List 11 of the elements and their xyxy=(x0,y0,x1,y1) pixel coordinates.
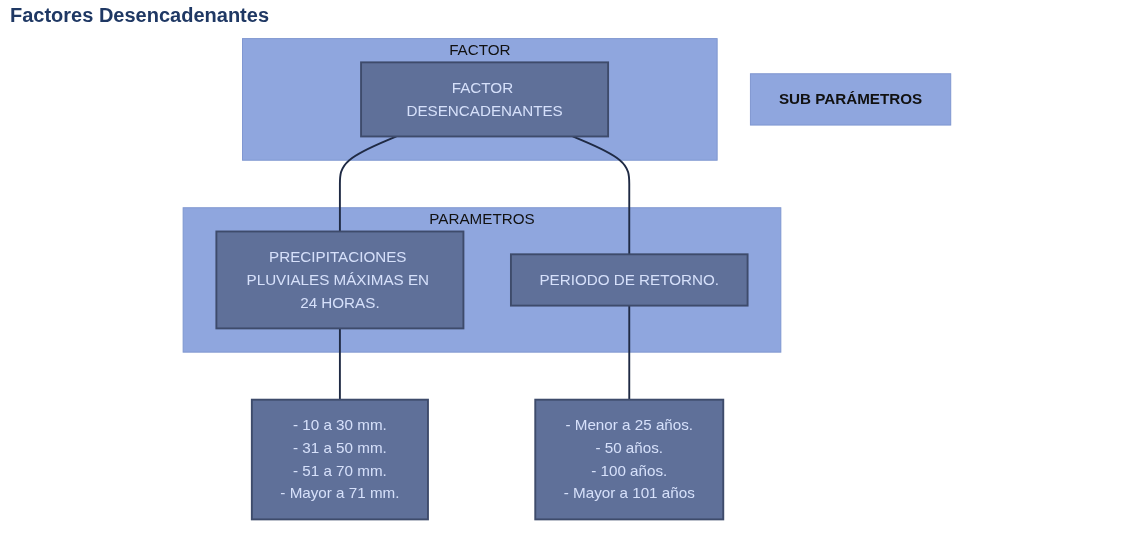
connector xyxy=(628,304,631,401)
connector xyxy=(571,135,631,256)
connector xyxy=(339,135,398,233)
node-box: SUB PARÁMETROS xyxy=(750,73,952,126)
connector xyxy=(339,327,341,401)
node-box: PRECIPITACIONES PLUVIALES MÁXIMAS EN 24 HORAS. xyxy=(215,230,465,330)
node-box: - Menor a 25 años. - 50 años. - 100 años. - Mayor a 101 años xyxy=(534,398,725,521)
node-box: FACTOR DESENCADENANTES xyxy=(360,61,610,138)
node-box: - 10 a 30 mm. - 31 a 50 mm. - 51 a 70 mm. - Mayor a 71 mm. xyxy=(250,398,429,521)
diagram-title: Factores Desencadenantes xyxy=(10,4,270,27)
node-box: PERIODO DE RETORNO. xyxy=(510,253,749,307)
